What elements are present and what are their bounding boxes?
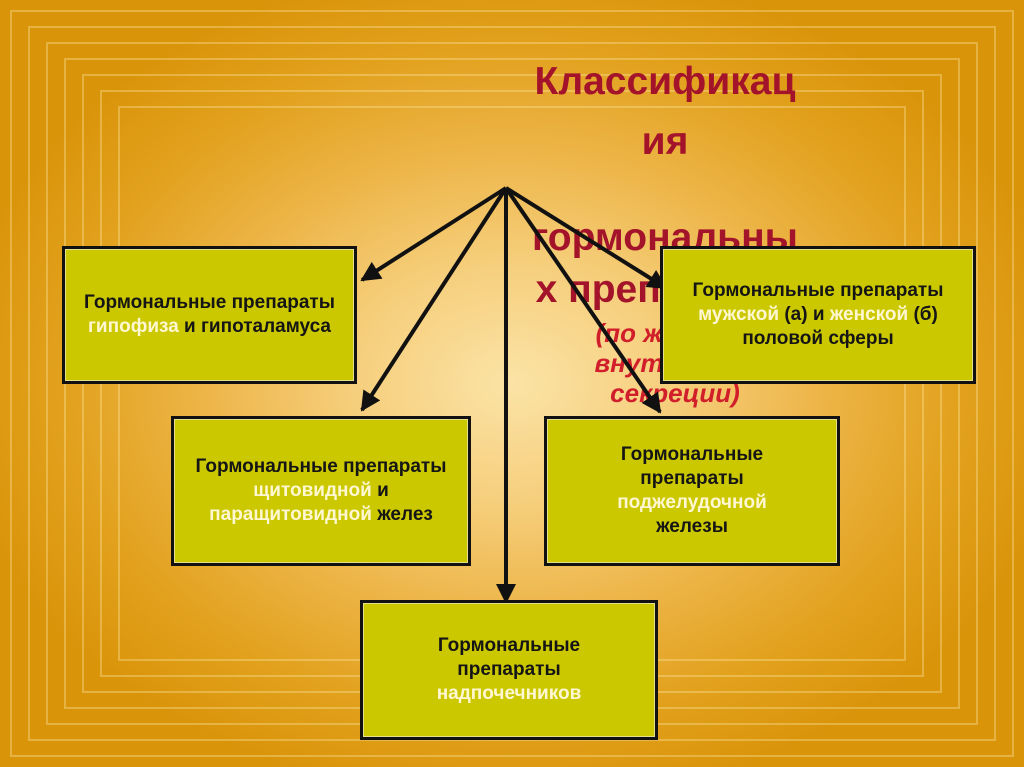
box-text: Гормональные препараты [692,280,944,301]
box-text: (а) и [779,304,830,325]
box-pancreas: Гормональные препараты поджелудочной жел… [544,416,840,566]
box-highlight: гипофиза [88,316,179,337]
arrow-to-pancreas [504,186,662,414]
box-thyroid: Гормональные препараты щитовидной и пара… [171,416,471,566]
box-text: Гормональные препараты [84,292,335,313]
title-line-1: Классификац [534,60,796,103]
box-text: Гормональные препараты [195,456,447,477]
arrow-to-pituitary [360,186,508,282]
box-text: и гипоталамуса [178,316,331,337]
box-highlight: мужской [698,304,780,325]
box-text: железы [656,516,728,537]
box-text: Гормональные препараты [437,635,581,680]
box-adrenal: Гормональные препараты надпочечников [360,600,658,740]
box-highlight: щитовидной [253,480,372,501]
box-text: (б) половой сферы [742,304,938,349]
box-text: и [371,480,389,501]
box-highlight: поджелудочной [617,492,767,513]
box-text: желез [371,504,433,525]
box-text: Гормональные препараты [620,444,764,489]
box-sex-glands: Гормональные препараты мужской (а) и жен… [660,246,976,384]
arrow-to-thyroid [360,186,508,412]
box-highlight: женской [829,304,909,325]
title-line-2: ия [641,120,689,163]
box-pituitary: Гормональные препараты гипофиза и гипота… [62,246,357,384]
box-highlight: надпочечников [436,683,582,704]
box-highlight: паращитовидной [209,504,372,525]
slide-title: Классификац ия [500,52,830,172]
arrow-to-sex [504,186,668,290]
